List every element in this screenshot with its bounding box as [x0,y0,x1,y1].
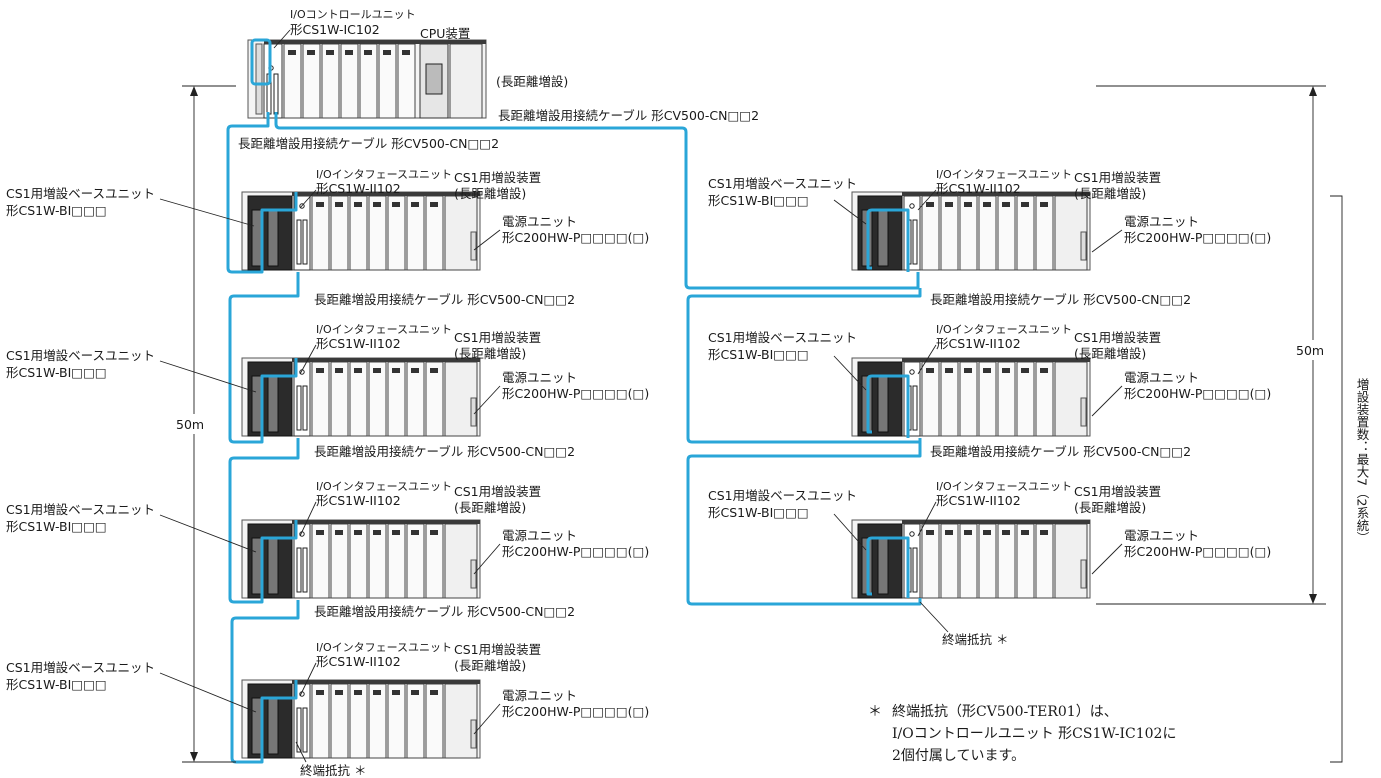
cable-label-3: 長距離増設用接続ケーブル 形CV500-CN□□2 [314,292,575,307]
footnote-line-2: I/Oコントロールユニット 形CS1W-IC102に [892,726,1176,742]
expansion-count-vertical-label: 増設装置数：最大7（2系統） [1355,378,1370,544]
svg-text:形C200HW-P□□□□(□): 形C200HW-P□□□□(□) [502,230,649,245]
right-row-3-labels: CS1用増設ベースユニット 形CS1W-BI□□□ I/Oインタフェースユニット… [708,480,1271,647]
svg-text:CS1用増設装置: CS1用増設装置 [1074,330,1161,345]
svg-text:(長距離増設): (長距離増設) [454,346,526,361]
svg-text:形C200HW-P□□□□(□): 形C200HW-P□□□□(□) [1124,230,1271,245]
svg-text:形CS1W-II102: 形CS1W-II102 [936,181,1021,196]
dimension-right [1096,85,1334,605]
svg-text:CS1用増設装置: CS1用増設装置 [454,642,541,657]
svg-text:I/Oインタフェースユニット: I/Oインタフェースユニット [936,168,1072,181]
svg-text:CS1用増設ベースユニット: CS1用増設ベースユニット [708,330,857,345]
footnote-mark: ＊ [868,704,882,720]
svg-text:CS1用増設ベースユニット: CS1用増設ベースユニット [6,660,155,675]
expansion-rack-right-3 [851,519,1091,599]
svg-text:形CS1W-II102: 形CS1W-II102 [936,493,1021,508]
svg-text:CS1用増設ベースユニット: CS1用増設ベースユニット [6,348,155,363]
svg-text:CS1用増設ベースユニット: CS1用増設ベースユニット [708,488,857,503]
svg-text:CS1用増設装置: CS1用増設装置 [1074,170,1161,185]
svg-text:形C200HW-P□□□□(□): 形C200HW-P□□□□(□) [502,386,649,401]
svg-text:I/Oインタフェースユニット: I/Oインタフェースユニット [316,641,452,654]
svg-text:電源ユニット: 電源ユニット [1124,214,1199,229]
left-row-1-labels: CS1用増設ベースユニット 形CS1W-BI□□□ I/Oインタフェースユニット… [6,168,649,251]
svg-text:形CS1W-BI□□□: 形CS1W-BI□□□ [6,677,107,692]
expansion-rack-right-1 [851,191,1091,271]
svg-text:電源ユニット: 電源ユニット [502,528,577,543]
svg-text:(長距離増設): (長距離増設) [1074,500,1146,515]
svg-text:I/Oインタフェースユニット: I/Oインタフェースユニット [316,323,452,336]
expansion-rack-left-2 [241,357,481,437]
cpu-unit-label: CPU装置 [420,26,470,41]
svg-text:形CS1W-BI□□□: 形CS1W-BI□□□ [6,365,107,380]
svg-text:形CS1W-BI□□□: 形CS1W-BI□□□ [6,203,107,218]
cable-label-2: 長距離増設用接続ケーブル 形CV500-CN□□2 [238,136,499,151]
svg-text:(長距離増設): (長距離増設) [454,500,526,515]
svg-text:(長距離増設): (長距離増設) [454,658,526,673]
svg-text:CS1用増設装置: CS1用増設装置 [454,330,541,345]
svg-text:形C200HW-P□□□□(□): 形C200HW-P□□□□(□) [1124,386,1271,401]
svg-text:I/Oインタフェースユニット: I/Oインタフェースユニット [316,480,452,493]
left-row-2-labels: CS1用増設ベースユニット 形CS1W-BI□□□ I/Oインタフェースユニット… [6,323,649,415]
svg-text:電源ユニット: 電源ユニット [1124,528,1199,543]
svg-text:形CS1W-II102: 形CS1W-II102 [316,336,401,351]
svg-text:電源ユニット: 電源ユニット [502,688,577,703]
expansion-count-bracket [1330,195,1343,763]
svg-text:CS1用増設装置: CS1用増設装置 [454,484,541,499]
svg-text:形CS1W-II102: 形CS1W-II102 [316,493,401,508]
svg-text:電源ユニット: 電源ユニット [1124,370,1199,385]
cable-label-1: 長距離増設用接続ケーブル 形CV500-CN□□2 [498,108,759,123]
svg-text:CS1用増設装置: CS1用増設装置 [1074,484,1161,499]
expansion-rack-left-3 [241,519,481,599]
footnote-line-3: 2個付属しています。 [892,748,1025,764]
svg-text:形C200HW-P□□□□(□): 形C200HW-P□□□□(□) [1124,544,1271,559]
svg-text:電源ユニット: 電源ユニット [502,370,577,385]
svg-text:終端抵抗 ＊: 終端抵抗 ＊ [300,763,366,778]
svg-text:形CS1W-II102: 形CS1W-II102 [316,654,401,669]
svg-text:形CS1W-BI□□□: 形CS1W-BI□□□ [6,519,107,534]
expansion-rack-left-4 [241,679,481,759]
svg-text:I/Oインタフェースユニット: I/Oインタフェースユニット [936,480,1072,493]
dimension-left [176,85,236,763]
svg-text:形CS1W-II102: 形CS1W-II102 [316,181,401,196]
svg-text:(長距離増設): (長距離増設) [1074,346,1146,361]
right-row-2-labels: CS1用増設ベースユニット 形CS1W-BI□□□ I/Oインタフェースユニット… [708,323,1271,417]
left-row-3-labels: CS1用増設ベースユニット 形CS1W-BI□□□ I/Oインタフェースユニット… [6,480,649,575]
left-row-4-labels: CS1用増設ベースユニット 形CS1W-BI□□□ I/Oインタフェースユニット… [6,641,649,778]
expansion-rack-right-2 [851,357,1091,437]
svg-text:CS1用増設ベースユニット: CS1用増設ベースユニット [708,176,857,191]
svg-text:形CS1W-II102: 形CS1W-II102 [936,336,1021,351]
svg-text:形C200HW-P□□□□(□): 形C200HW-P□□□□(□) [502,704,649,719]
svg-text:増設装置数：最大7（2系統）: 増設装置数：最大7（2系統） [1355,378,1370,544]
svg-text:形CS1W-BI□□□: 形CS1W-BI□□□ [708,505,809,520]
cpu-rack [247,39,487,119]
svg-text:CS1用増設ベースユニット: CS1用増設ベースユニット [6,502,155,517]
svg-text:終端抵抗 ＊: 終端抵抗 ＊ [942,632,1008,647]
svg-text:形C200HW-P□□□□(□): 形C200HW-P□□□□(□) [502,544,649,559]
io-control-unit-model: 形CS1W-IC102 [290,22,380,37]
svg-text:I/Oインタフェースユニット: I/Oインタフェースユニット [316,168,452,181]
cable-label-7: 長距離増設用接続ケーブル 形CV500-CN□□2 [930,444,1191,459]
dimension-left-label: 50m [176,417,204,432]
right-row-1-labels: CS1用増設ベースユニット 形CS1W-BI□□□ I/Oインタフェースユニット… [708,168,1271,253]
svg-text:(長距離増設): (長距離増設) [1074,186,1146,201]
expansion-rack-left-1 [241,191,481,271]
svg-text:CS1用増設装置: CS1用増設装置 [454,170,541,185]
svg-text:CS1用増設ベースユニット: CS1用増設ベースユニット [6,186,155,201]
footnote-line-1: 終端抵抗（形CV500-TER01）は、 [892,704,1118,720]
svg-text:形CS1W-BI□□□: 形CS1W-BI□□□ [708,347,809,362]
cable-label-5: 長距離増設用接続ケーブル 形CV500-CN□□2 [314,604,575,619]
cpu-long-distance-label: (長距離増設) [496,74,568,89]
svg-text:形CS1W-BI□□□: 形CS1W-BI□□□ [708,193,809,208]
dimension-right-label: 50m [1296,343,1324,358]
svg-text:電源ユニット: 電源ユニット [502,214,577,229]
io-control-unit-label: I/Oコントロールユニット [290,8,416,21]
cable-label-6: 長距離増設用接続ケーブル 形CV500-CN□□2 [930,292,1191,307]
svg-text:(長距離増設): (長距離増設) [454,186,526,201]
svg-text:I/Oインタフェースユニット: I/Oインタフェースユニット [936,323,1072,336]
cable-label-4: 長距離増設用接続ケーブル 形CV500-CN□□2 [314,444,575,459]
